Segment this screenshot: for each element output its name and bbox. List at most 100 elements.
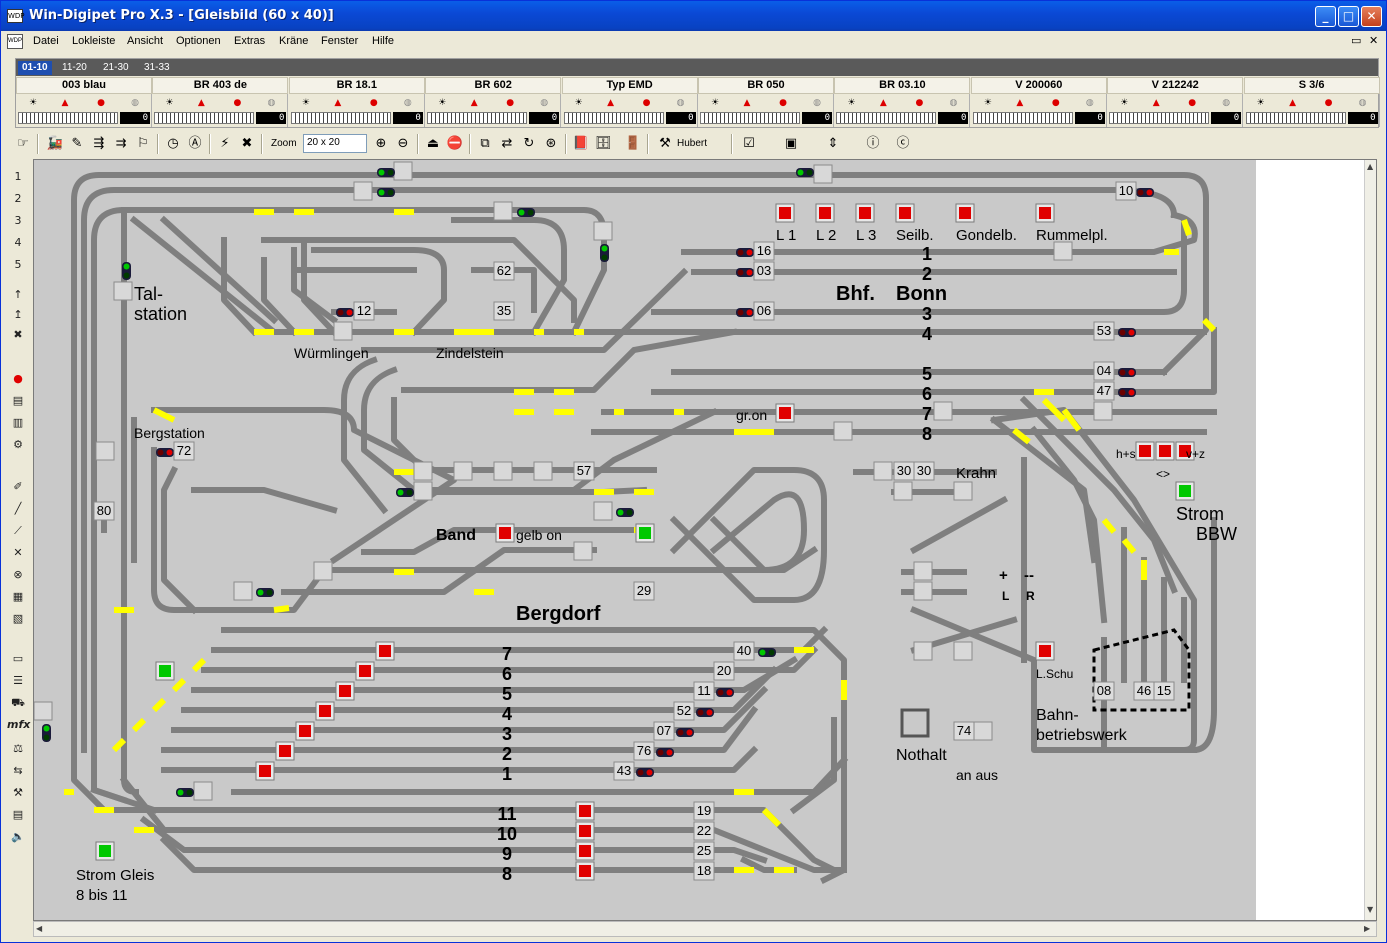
direction-icon[interactable]: ▲ [61,98,69,108]
signal-icon[interactable] [396,488,414,497]
function-icon[interactable]: ◍ [267,98,276,108]
mdi-close-icon[interactable]: ✕ [1369,34,1379,47]
bergdorf-power-button[interactable] [155,661,175,681]
track-block[interactable] [893,481,913,501]
track-block[interactable] [913,641,933,661]
sound-icon[interactable]: 🔈 [11,830,25,843]
menu-fenster[interactable]: Fenster [321,35,359,47]
block-number-box[interactable]: 18 [693,861,715,881]
crane-icon[interactable]: ⚒ [13,786,23,799]
block-number-box[interactable]: 04 [1093,361,1115,381]
function-icon[interactable]: ◍ [813,98,821,108]
track-block[interactable] [913,581,933,601]
gelb-on-button[interactable] [495,523,515,543]
nothalt-button[interactable] [900,708,930,738]
track-block[interactable] [413,461,433,481]
pointer-icon[interactable]: ☞ [17,136,29,151]
signal-icon[interactable] [256,588,274,597]
door-icon[interactable]: 🚪 [624,136,642,151]
direction-icon[interactable]: ▲ [743,98,751,108]
route-3-icon[interactable]: 3 [14,214,22,227]
block-number-box[interactable]: 57 [573,461,595,481]
block-number-box[interactable]: 35 [493,301,515,321]
block-number-box[interactable]: 19 [693,801,715,821]
track-block[interactable] [813,164,833,184]
block-number-box[interactable]: 16 [753,241,775,261]
band-button[interactable] [635,523,655,543]
track-block[interactable] [873,461,893,481]
track-block[interactable] [1053,241,1073,261]
block-number-box[interactable]: 29 [633,581,655,601]
loco-name[interactable]: BR 050 [698,77,834,94]
block-number-box[interactable]: 22 [693,821,715,841]
top-function-button[interactable] [815,203,835,223]
block-number-box[interactable]: 30 [893,461,915,481]
menu-extras[interactable]: Extras [234,35,266,47]
route-5-icon[interactable]: 5 [14,258,22,271]
loco-slot[interactable]: V 200060☀▲●◍0 [970,77,1107,127]
zoom-out-icon[interactable]: ⊖ [397,136,409,151]
light-icon[interactable]: ☀ [301,98,310,108]
loco-name[interactable]: BR 403 de [152,77,289,94]
loco-slot[interactable]: BR 403 de☀▲●◍0 [152,77,289,127]
zoom-in-icon[interactable]: ⊕ [375,136,387,151]
track-block[interactable] [533,461,553,481]
block-number-box[interactable]: 62 [493,261,515,281]
direction-icon[interactable]: ▲ [1152,98,1160,108]
track-block[interactable] [393,161,413,181]
gr-on-button[interactable] [775,403,795,423]
light-icon[interactable]: ☀ [1256,98,1265,108]
signal-icon[interactable] [122,262,131,280]
loco-tab-31-33[interactable]: 31-33 [144,62,170,73]
bergdorf-track-button[interactable] [355,661,375,681]
block-number-box[interactable]: 43 [613,761,635,781]
signal-icon[interactable] [1118,368,1136,377]
monitor-icon[interactable]: ▭ [12,652,24,665]
block-number-box[interactable]: 25 [693,841,715,861]
signal-icon[interactable] [517,208,535,217]
signal-icon[interactable] [1118,388,1136,397]
block-number-box[interactable]: 06 [753,301,775,321]
stop-dot-icon[interactable]: ● [233,98,242,108]
switch-icon[interactable]: ⟋ [14,524,22,537]
block-number-box[interactable]: 52 [673,701,695,721]
track-block[interactable] [593,501,613,521]
bergdorf-track-button[interactable] [295,721,315,741]
track-block[interactable] [233,581,253,601]
book-icon[interactable]: 📕 [572,136,590,151]
signal-icon[interactable] [377,188,395,197]
track-block[interactable] [493,461,513,481]
signal-icon[interactable] [736,248,754,257]
scroll-left-icon[interactable]: ◀ [36,924,43,933]
signal-icon[interactable] [377,168,395,177]
refresh-icon[interactable]: ↻ [523,136,535,151]
menu-kraene[interactable]: Kräne [279,35,309,47]
scale-icon[interactable]: ⚖ [13,742,23,755]
top-function-button[interactable] [775,203,795,223]
stop-dot-icon[interactable]: ● [1051,98,1060,108]
menu-datei[interactable]: Datei [33,35,59,47]
stop-dot-icon[interactable]: ● [1324,98,1333,108]
close-button[interactable]: ✕ [1361,6,1382,27]
loco-slot[interactable]: V 212242☀▲●◍0 [1107,77,1244,127]
function-icon[interactable]: ◍ [1085,98,1094,108]
minimize-button[interactable]: _ [1315,6,1336,27]
signal-icon[interactable] [758,648,776,657]
arrow-up-icon[interactable]: ↑ [13,288,23,301]
signal-icon[interactable] [636,768,654,777]
stop-dot-icon[interactable]: ● [915,98,924,108]
info-icon[interactable]: ⓘ [866,136,880,151]
menu-lokleiste[interactable]: Lokleiste [72,35,116,47]
function-icon[interactable]: ◍ [1222,98,1231,108]
block-number-box[interactable]: 80 [93,501,115,521]
battery-icon[interactable]: ▥ [12,416,24,429]
tape-icon[interactable]: ▤ [12,394,24,407]
maximize-button[interactable]: □ [1338,6,1359,27]
signal-icon[interactable] [656,748,674,757]
tools-icon[interactable]: ⚒ [659,136,671,151]
bergdorf-track-button[interactable] [315,701,335,721]
signal-icon[interactable] [336,308,354,317]
function-icon[interactable]: ◍ [131,98,139,108]
